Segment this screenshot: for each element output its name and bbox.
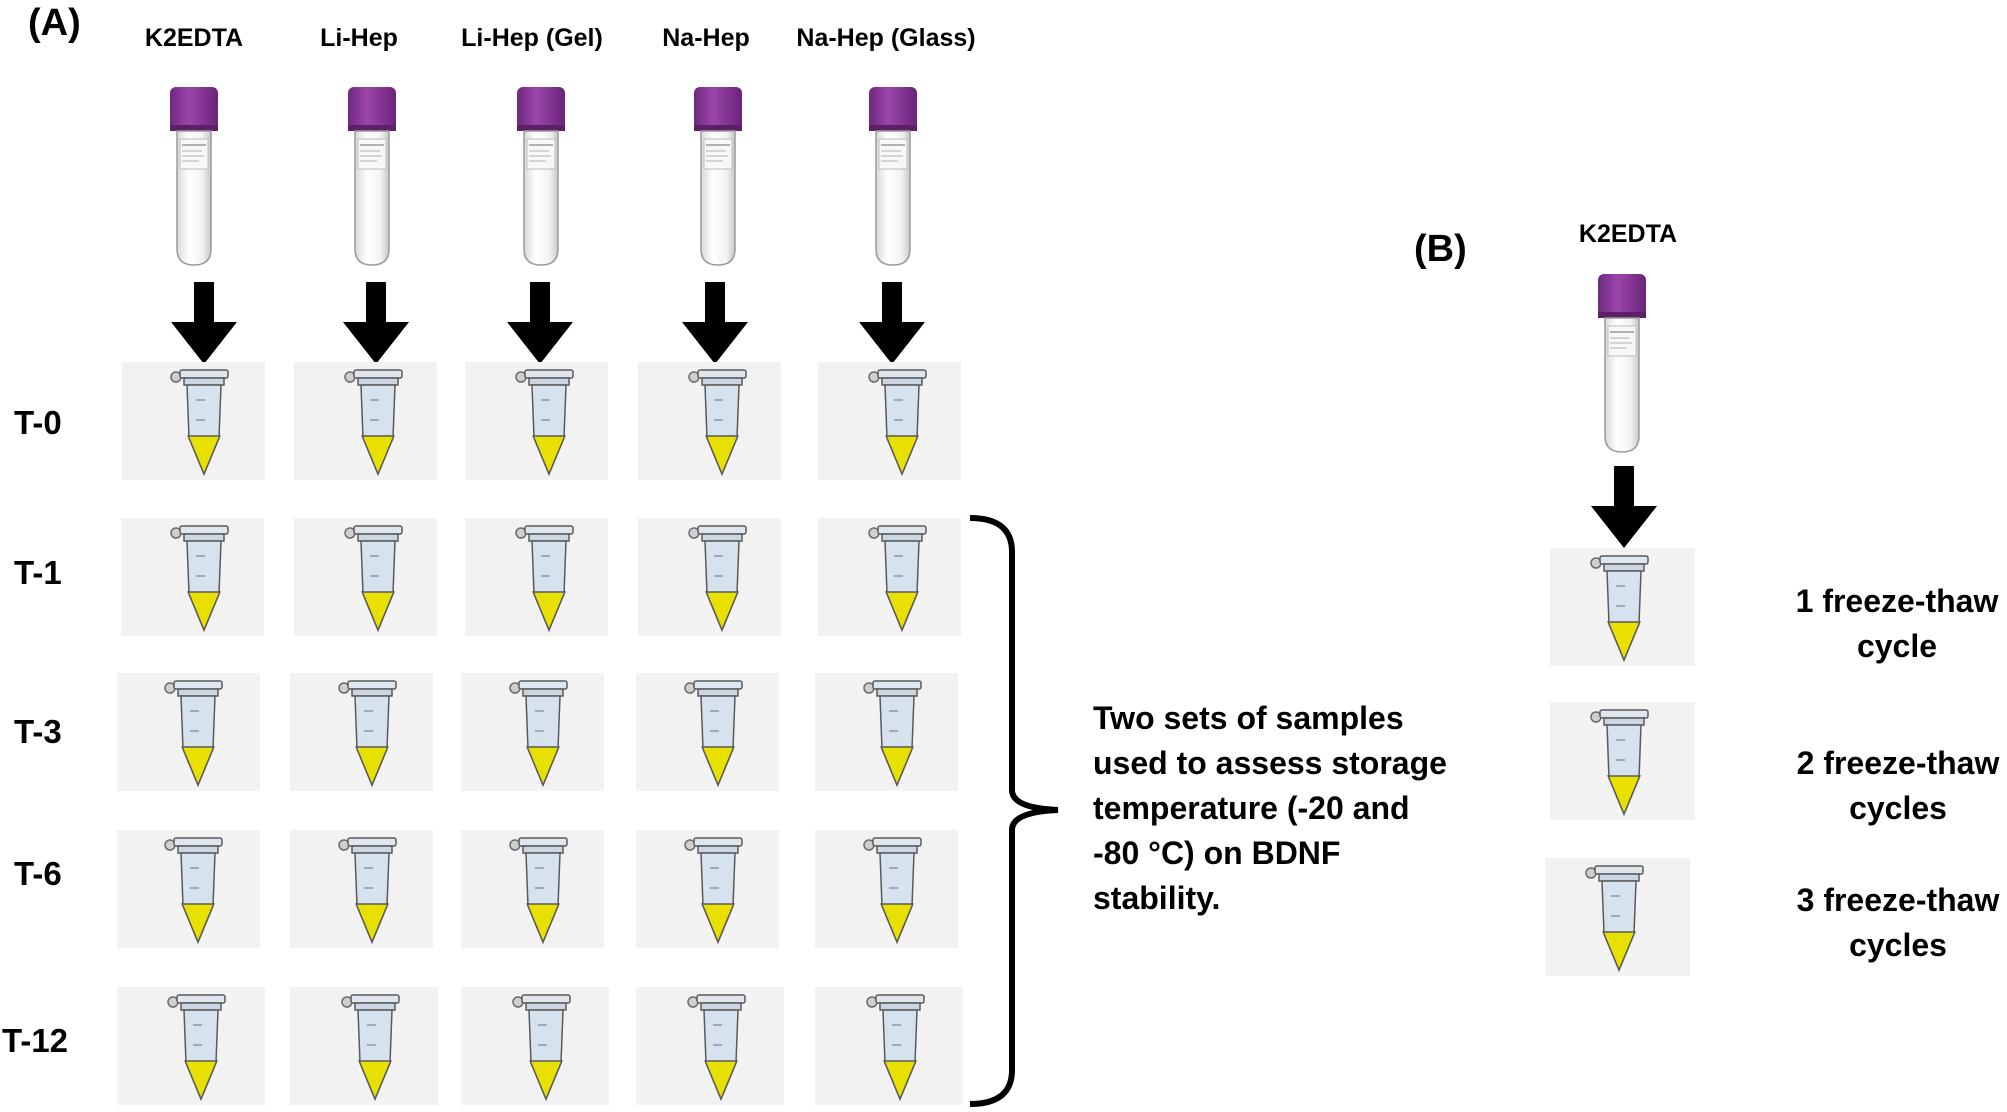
- down-arrow-icon: [171, 282, 237, 364]
- vacutainer-tube-icon: [1597, 273, 1647, 453]
- vacutainer-tube-icon: [868, 86, 918, 266]
- tube-type-label-na-hep: Na-Hep: [662, 24, 750, 52]
- down-arrow-icon: [682, 282, 748, 364]
- vacutainer-tube-icon: [516, 86, 566, 266]
- freeze-thaw-label-1: 1 freeze-thaw cycle: [1795, 583, 1999, 664]
- timepoint-label-t1: T-1: [14, 554, 62, 591]
- down-arrow-icon: [507, 282, 573, 364]
- freeze-thaw-label-2: 2 freeze-thaw cycles: [1796, 745, 2000, 826]
- timepoint-label-t0: T-0: [14, 404, 62, 441]
- down-arrow-icon: [859, 282, 925, 364]
- tube-type-label-li-hep: Li-Hep: [320, 24, 398, 52]
- timepoint-label-t6: T-6: [14, 855, 62, 892]
- down-arrow-icon: [343, 282, 409, 364]
- vacutainer-tube-icon: [169, 86, 219, 266]
- timepoint-label-t3: T-3: [14, 713, 62, 750]
- panel-a-label: (A): [28, 2, 81, 44]
- down-arrow-icon: [1591, 466, 1657, 548]
- curly-bracket-icon: [969, 515, 1059, 1107]
- tube-type-label-k2edta: K2EDTA: [144, 24, 244, 52]
- tube-type-label-b-k2edta: K2EDTA: [1578, 220, 1678, 248]
- freeze-thaw-label-3: 3 freeze-thaw cycles: [1796, 882, 2000, 963]
- vacutainer-tube-icon: [693, 86, 743, 266]
- tube-type-label-li-hep-gel: Li-Hep (Gel): [461, 24, 603, 52]
- vacutainer-tube-icon: [347, 86, 397, 266]
- storage-temperature-note: Two sets of samples used to assess stora…: [1093, 700, 1447, 916]
- microtube-row-t3: [164, 680, 922, 786]
- timepoint-label-t12: T-12: [2, 1022, 69, 1059]
- microtube-row-t0: [170, 369, 927, 475]
- tube-type-label-na-hep-glass: Na-Hep (Glass): [796, 24, 976, 52]
- microtube-row-t12: [167, 994, 925, 1100]
- microtube-row-t6: [164, 837, 922, 943]
- panel-b-label: (B): [1414, 228, 1467, 270]
- microtube-row-t1: [170, 525, 927, 631]
